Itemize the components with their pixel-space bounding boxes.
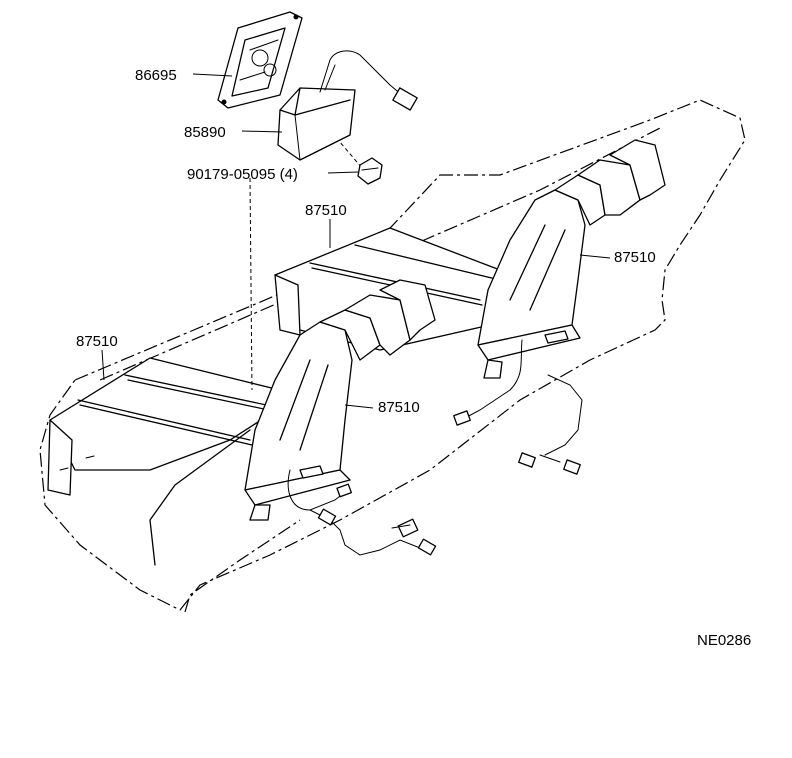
label-87510-right: 87510 [614, 249, 656, 266]
heater-pad-bottom-left [47, 357, 301, 496]
switch-bezel-86695 [217, 11, 303, 109]
wire-harness-left [287, 469, 437, 556]
assembly-guide-line [249, 177, 253, 391]
label-90179-05095: 90179-05095 (4) [187, 166, 298, 183]
label-87510-center: 87510 [378, 399, 420, 416]
leader-lines [101, 73, 611, 409]
heater-back-left [244, 279, 436, 521]
label-85890: 85890 [184, 124, 226, 141]
label-87510-left: 87510 [76, 333, 118, 350]
screw-90179 [357, 157, 383, 185]
label-87510-top: 87510 [305, 202, 347, 219]
diagram-code: NE0286 [697, 632, 751, 649]
wire-harness-right [453, 339, 583, 475]
heater-switch-85890 [277, 50, 418, 161]
label-86695: 86695 [135, 67, 177, 84]
heater-back-right [477, 139, 666, 379]
